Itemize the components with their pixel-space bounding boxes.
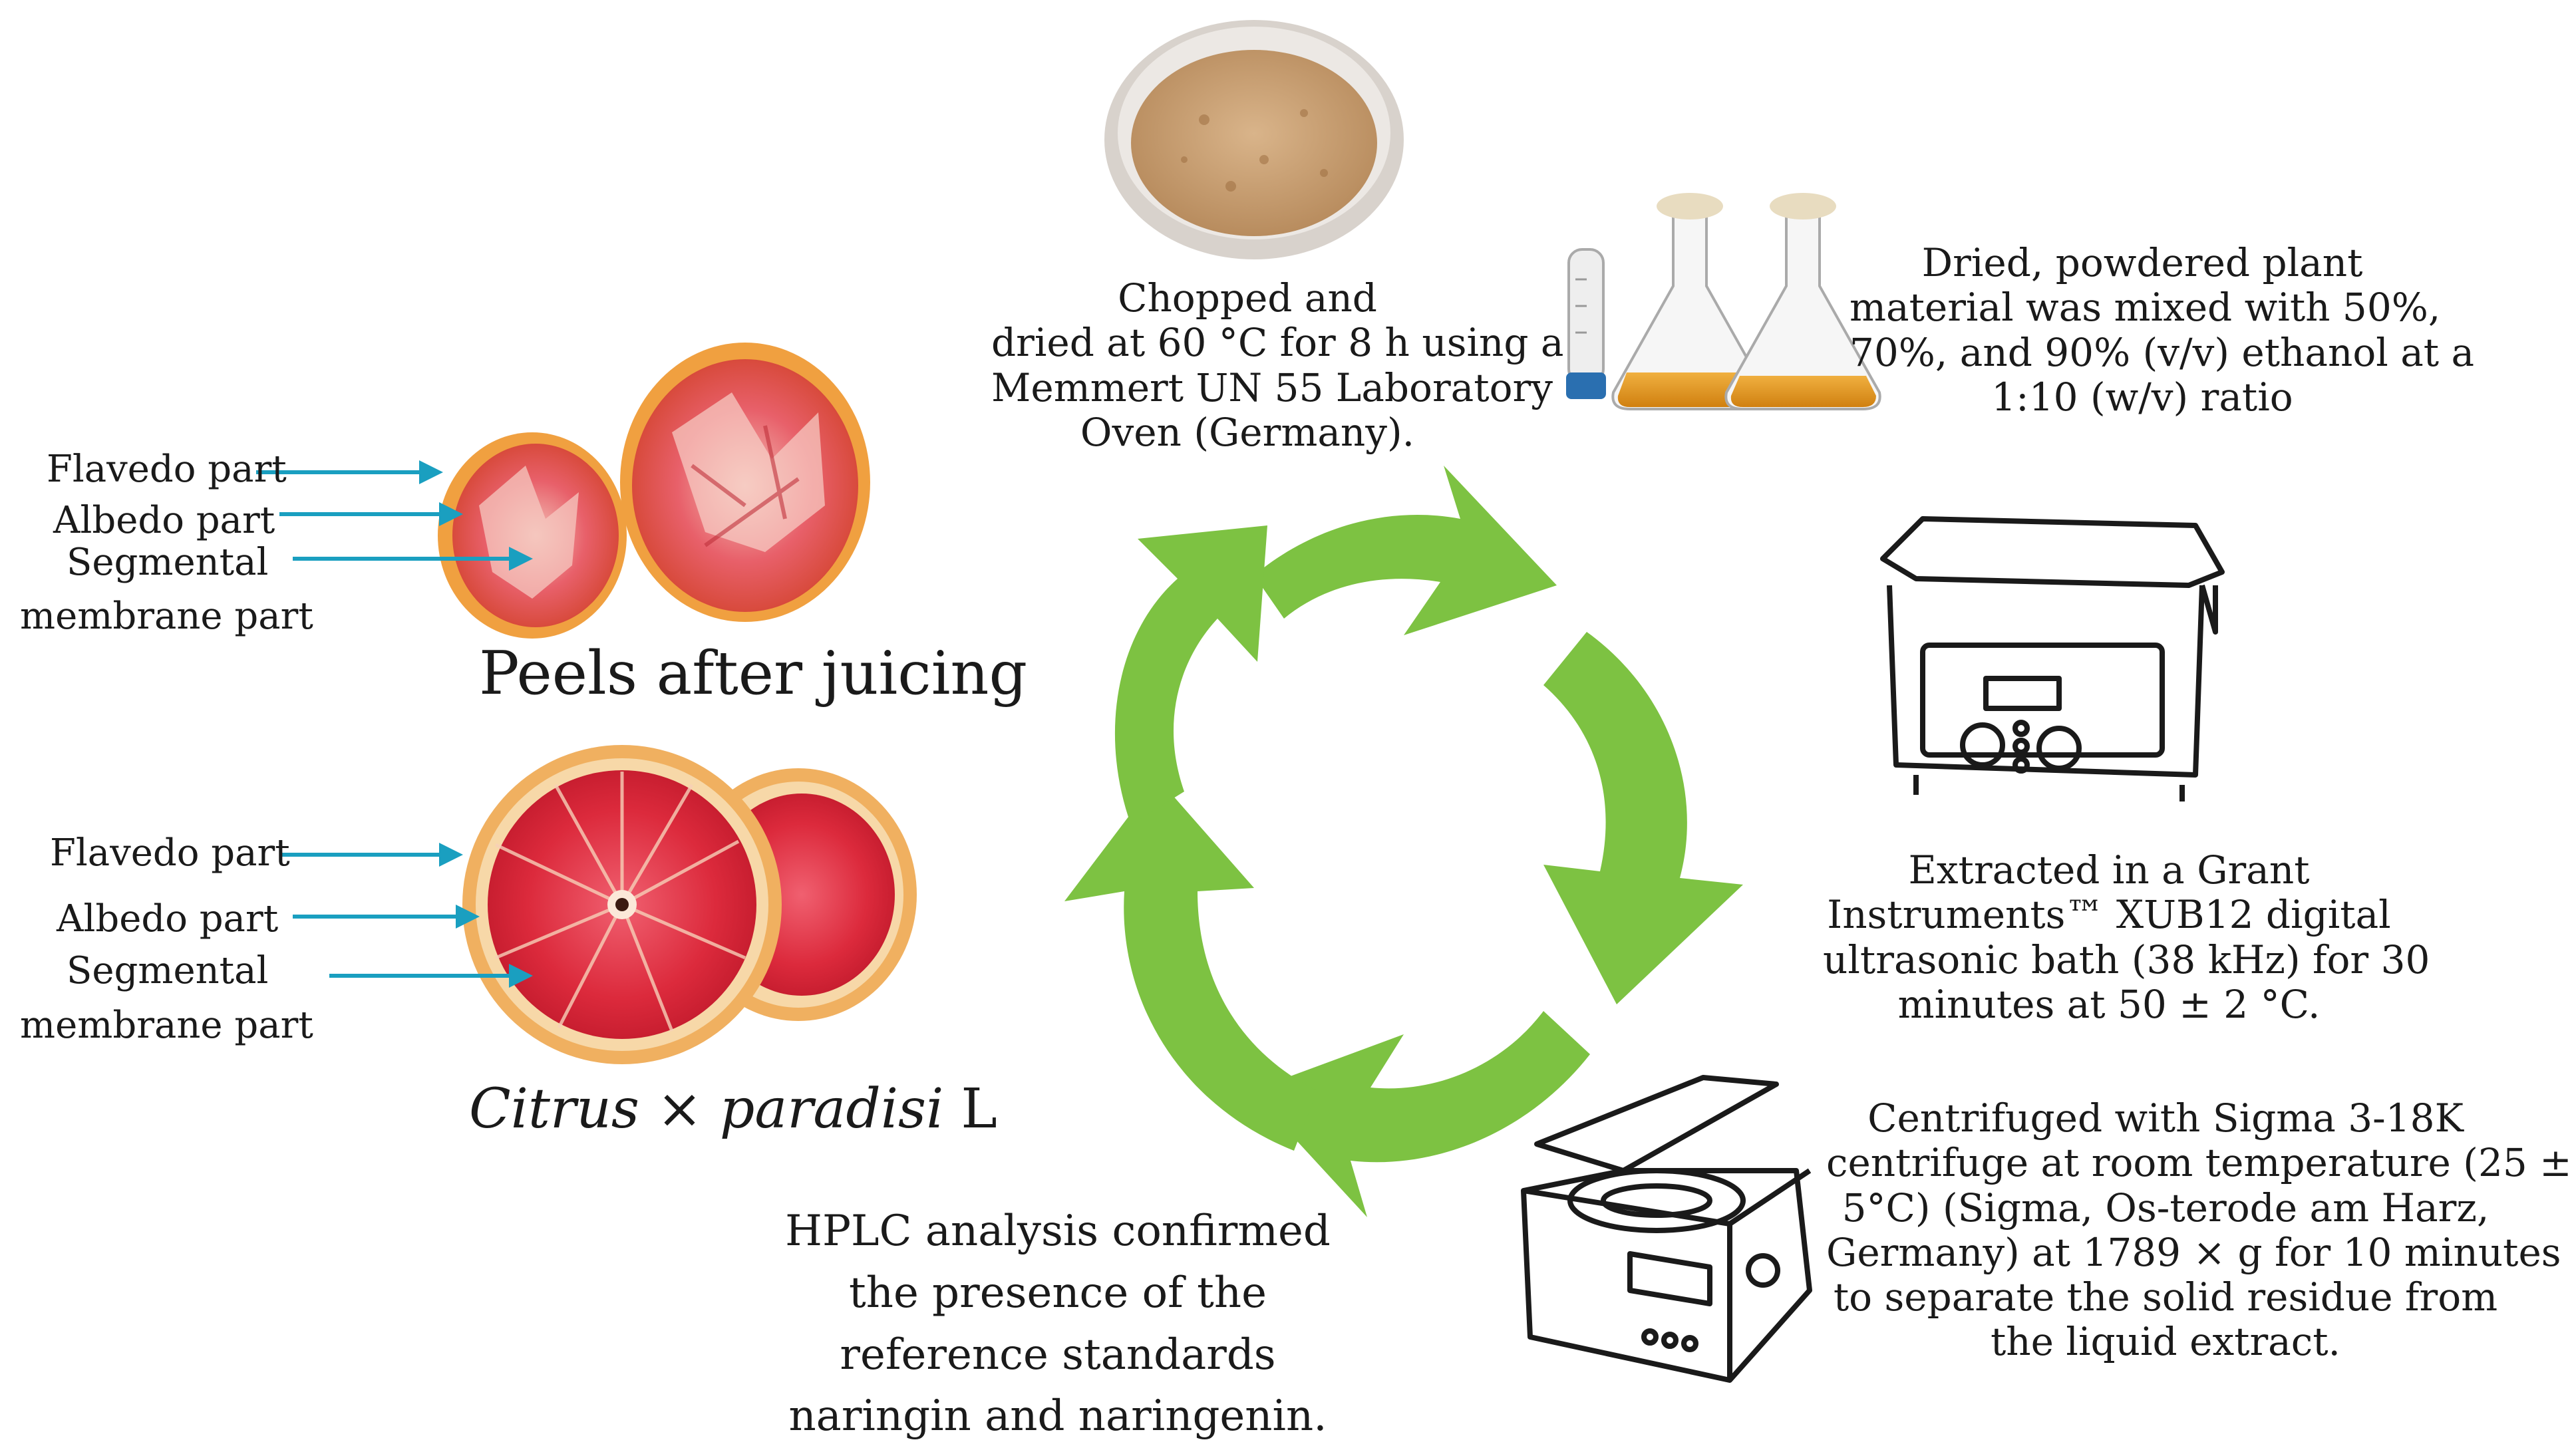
drying-line: dried at 60 °C for 8 h using a xyxy=(991,320,1564,366)
species-name: Citrus × paradisi L xyxy=(469,1078,997,1141)
cycle-arrow-upper-left xyxy=(1114,525,1267,825)
drying-line: Memmert UN 55 Laboratory xyxy=(991,364,1553,410)
fruit-flavedo-label: Flavedo part xyxy=(50,831,290,875)
hplc-step-text: HPLC analysis confirmed the presence of … xyxy=(785,1201,1331,1447)
hplc-line: the presence of the xyxy=(849,1268,1267,1318)
fresh-grapefruit-illustration xyxy=(462,745,917,1064)
mixing-line: Dried, powdered plant xyxy=(1921,240,2363,285)
cycle-arrow-left xyxy=(1064,778,1317,1151)
label-arrows xyxy=(256,460,533,988)
hplc-line: HPLC analysis confirmed xyxy=(785,1207,1331,1256)
extraction-line: minutes at 50 ± 2 °C. xyxy=(1897,981,2321,1027)
ultrasonic-bath-illustration xyxy=(1880,516,2225,801)
centrifuge-line: centrifuge at room temperature (25 ± xyxy=(1826,1140,2572,1186)
centrifuge-step-text: Centrifuged with Sigma 3-18K centrifuge … xyxy=(1826,1095,2572,1365)
peels-title: Peels after juicing xyxy=(479,639,1028,708)
fruit-albedo-label: Albedo part xyxy=(57,897,279,941)
extraction-line: ultrasonic bath (38 kHz) for 30 xyxy=(1823,937,2430,982)
peel-membrane-label: membrane part xyxy=(20,595,313,638)
extraction-line: Extracted in a Grant xyxy=(1908,847,2310,893)
drying-line: Oven (Germany). xyxy=(1080,409,1415,455)
centrifuge-line: to separate the solid residue from xyxy=(1833,1274,2498,1320)
hplc-line: naringin and naringenin. xyxy=(788,1391,1327,1441)
cycle-arrow-bottom xyxy=(1251,1011,1590,1217)
mixing-line: material was mixed with 50%, xyxy=(1849,285,2441,331)
centrifuge-line: Germany) at 1789 × g for 10 minutes xyxy=(1826,1229,2561,1275)
mixing-line: 1:10 (w/v) ratio xyxy=(1991,374,2293,420)
fruit-segmental-label: Segmental xyxy=(67,949,269,992)
centrifuge-line: Centrifuged with Sigma 3-18K xyxy=(1867,1095,2464,1141)
peels-illustration xyxy=(438,343,870,639)
fruit-membrane-label: membrane part xyxy=(20,1004,313,1047)
diagram-graphics xyxy=(256,20,2225,1383)
centrifuge-line: the liquid extract. xyxy=(1991,1319,2340,1365)
cycle-arrows xyxy=(1064,466,1743,1217)
drying-step-text: Chopped and dried at 60 °C for 8 h using… xyxy=(991,275,1564,455)
extraction-line: Instruments™ XUB12 digital xyxy=(1827,892,2391,938)
hplc-line: reference standards xyxy=(840,1330,1276,1380)
extraction-step-text: Extracted in a Grant Instruments™ XUB12 … xyxy=(1823,847,2430,1027)
peel-flavedo-label: Flavedo part xyxy=(47,448,287,491)
flasks-illustration xyxy=(1566,193,1881,410)
mixing-line: 70%, and 90% (v/v) ethanol at a xyxy=(1849,329,2475,375)
drying-line: Chopped and xyxy=(1118,275,1377,321)
centrifuge-line: 5°C) (Sigma, Os-terode am Harz, xyxy=(1842,1185,2490,1231)
peel-albedo-label: Albedo part xyxy=(53,499,275,542)
centrifuge-illustration xyxy=(1521,1075,1812,1383)
powder-bowl-illustration xyxy=(1104,20,1404,259)
mixing-step-text: Dried, powdered plant material was mixed… xyxy=(1849,240,2475,420)
cycle-arrow-right xyxy=(1543,632,1743,1004)
peel-segmental-label: Segmental xyxy=(67,541,269,584)
cycle-arrow-top xyxy=(1254,466,1557,635)
